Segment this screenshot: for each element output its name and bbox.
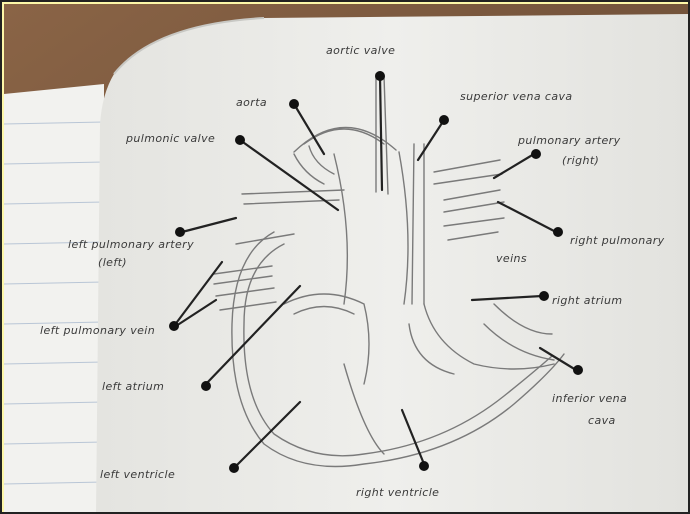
dot-inferior-vena-cava: [573, 365, 583, 375]
label-inferior-vena-cava-sub: cava: [588, 414, 616, 427]
label-pulmonary-artery-right-sub: (right): [562, 154, 599, 167]
notebook-left-page: [4, 84, 104, 514]
label-pulmonary-artery-left: left pulmonary artery: [68, 238, 194, 251]
dot-pulmonary-artery-left: [175, 227, 185, 237]
dot-right-ventricle: [419, 461, 429, 471]
label-aorta: aorta: [236, 96, 267, 109]
dot-left-ventricle: [229, 463, 239, 473]
label-aortic-valve: aortic valve: [326, 44, 395, 57]
dot-left-pulmonary-vein: [169, 321, 179, 331]
label-superior-vena-cava: superior vena cava: [460, 90, 573, 103]
dot-pulmonary-artery-right: [531, 149, 541, 159]
label-right-ventricle: right ventricle: [356, 486, 439, 499]
heart-diagram-photo: aortic valve aorta superior vena cava pu…: [4, 4, 690, 514]
label-pulmonary-artery-left-sub: (left): [98, 256, 127, 269]
label-left-pulmonary-vein: left pulmonary vein: [40, 324, 155, 337]
label-right-atrium: right atrium: [552, 294, 622, 307]
label-pulmonary-artery-right: pulmonary artery: [517, 134, 621, 147]
dot-pulmonic-valve: [235, 135, 245, 145]
label-left-atrium: left atrium: [102, 380, 164, 393]
dot-aortic-valve: [375, 71, 385, 81]
dot-right-pulmonary-veins: [553, 227, 563, 237]
label-right-pulmonary-veins: right pulmonary: [570, 234, 665, 247]
label-pulmonic-valve: pulmonic valve: [125, 132, 215, 145]
label-right-pulmonary-veins-sub: veins: [496, 252, 527, 265]
dot-left-atrium: [201, 381, 211, 391]
label-left-ventricle: left ventricle: [100, 468, 175, 481]
sketchbook-page: [96, 14, 690, 514]
label-inferior-vena-cava: inferior vena: [552, 392, 627, 405]
dot-right-atrium: [539, 291, 549, 301]
dot-superior-vena-cava: [439, 115, 449, 125]
dot-aorta: [289, 99, 299, 109]
